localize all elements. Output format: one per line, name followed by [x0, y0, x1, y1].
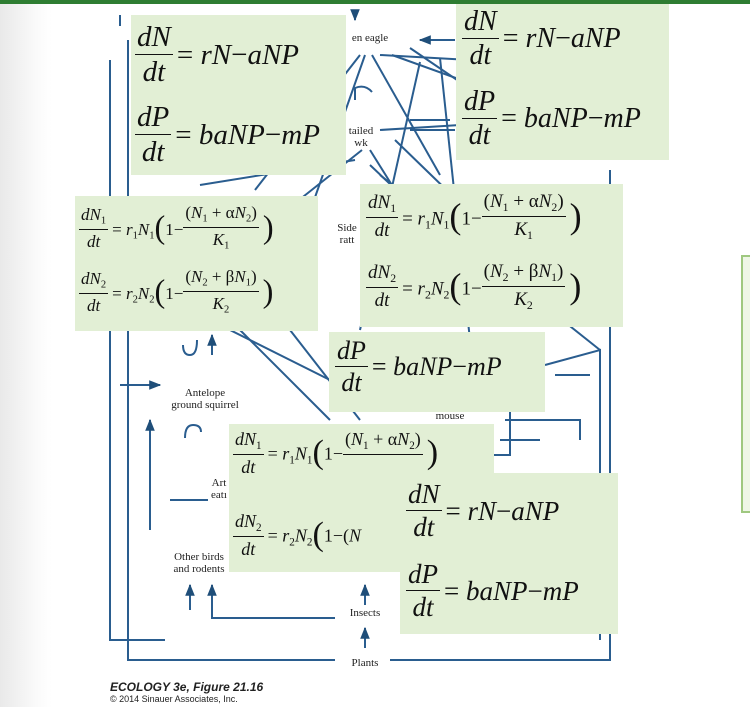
node-other-birds-line1: Other birds	[168, 551, 230, 563]
node-other-birds-line2: and rodents	[168, 563, 230, 575]
node-red-tailed-hawk-line2: wk	[344, 137, 378, 149]
node-golden-eagle: en eagle	[345, 32, 395, 44]
self-loop-2	[182, 339, 198, 357]
node-mouse: mouse	[428, 410, 472, 422]
link-b	[371, 54, 441, 176]
copyright-line: © 2014 Sinauer Associates, Inc.	[110, 694, 238, 704]
top-accent-bar	[0, 0, 750, 4]
node-sidewinder-line1: Side	[335, 222, 359, 234]
node-arthropod-eater-line1: Art	[208, 477, 230, 489]
hawk-self-loop	[354, 85, 373, 100]
node-sidewinder-line2: ratt	[335, 234, 359, 246]
left-margin-shade	[0, 4, 52, 707]
link-p	[239, 329, 331, 421]
figure-caption: ECOLOGY 3e, Figure 21.16 © 2014 Sinauer …	[110, 681, 263, 705]
squirrel-self-loop	[184, 423, 202, 439]
node-red-tailed-hawk-line1: tailed	[344, 125, 378, 137]
node-plants: Plants	[341, 657, 389, 669]
node-antelope-squirrel-line1: Antelope	[175, 387, 235, 399]
node-arthropod-eater-line2: eatı	[208, 489, 230, 501]
side-panel-edge	[741, 255, 750, 513]
node-antelope-squirrel-line2: ground squirrel	[160, 399, 250, 411]
link-k	[379, 124, 461, 131]
node-insects: Insects	[341, 607, 389, 619]
figure-label: ECOLOGY 3e, Figure 21.16	[110, 680, 264, 694]
insects-link	[211, 610, 335, 619]
link-v	[505, 419, 581, 440]
right-outer-link	[390, 170, 611, 661]
